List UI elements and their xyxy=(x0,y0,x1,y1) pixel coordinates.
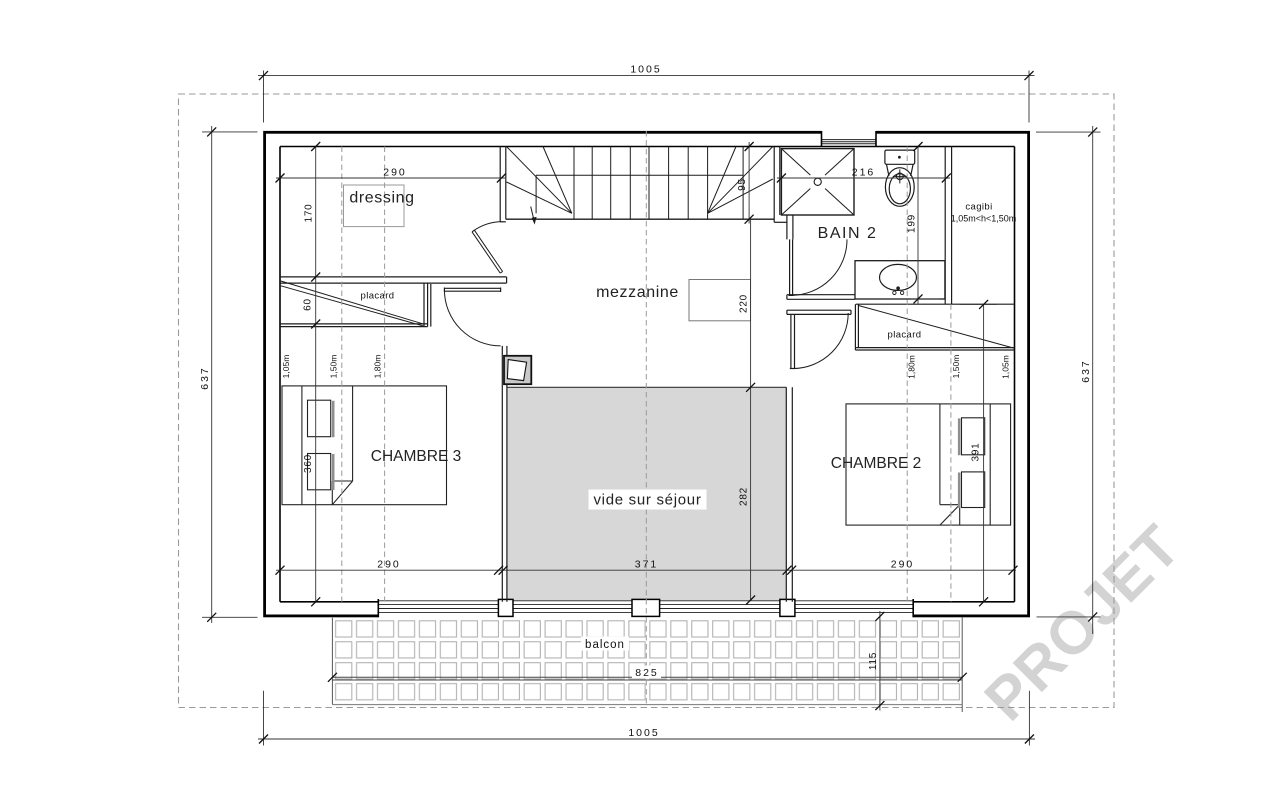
svg-text:282: 282 xyxy=(739,487,750,506)
svg-text:371: 371 xyxy=(635,558,659,570)
svg-text:1,05m<h<1,50m: 1,05m<h<1,50m xyxy=(951,214,1017,224)
svg-text:290: 290 xyxy=(377,558,401,570)
svg-text:637: 637 xyxy=(1080,359,1092,383)
svg-text:1005: 1005 xyxy=(628,727,659,739)
svg-text:1,05m: 1,05m xyxy=(1001,355,1011,379)
svg-text:220: 220 xyxy=(739,294,750,313)
svg-text:199: 199 xyxy=(907,214,918,233)
svg-text:balcon: balcon xyxy=(585,639,625,651)
svg-text:1,80m: 1,80m xyxy=(907,355,917,379)
svg-text:637: 637 xyxy=(199,366,211,390)
svg-text:placard: placard xyxy=(888,330,922,341)
svg-text:360: 360 xyxy=(303,454,314,473)
svg-text:CHAMBRE 3: CHAMBRE 3 xyxy=(371,448,461,465)
svg-text:cagibi: cagibi xyxy=(965,202,992,213)
svg-text:170: 170 xyxy=(304,203,315,222)
svg-text:BAIN 2: BAIN 2 xyxy=(818,225,878,242)
svg-text:290: 290 xyxy=(891,558,915,570)
svg-text:1,80m: 1,80m xyxy=(373,355,383,379)
svg-text:1005: 1005 xyxy=(630,64,661,76)
svg-text:CHAMBRE 2: CHAMBRE 2 xyxy=(831,455,921,472)
svg-text:391: 391 xyxy=(971,442,982,461)
svg-text:vide sur séjour: vide sur séjour xyxy=(593,492,701,509)
svg-text:dressing: dressing xyxy=(349,190,414,207)
svg-text:95: 95 xyxy=(737,178,748,191)
svg-text:825: 825 xyxy=(635,667,659,679)
svg-text:115: 115 xyxy=(868,652,879,670)
svg-text:mezzanine: mezzanine xyxy=(596,284,679,301)
svg-text:290: 290 xyxy=(383,167,407,179)
svg-text:1,50m: 1,50m xyxy=(951,355,961,379)
svg-text:216: 216 xyxy=(852,167,876,179)
svg-text:1,50m: 1,50m xyxy=(329,355,339,379)
svg-text:placard: placard xyxy=(361,291,395,302)
svg-text:1,05m: 1,05m xyxy=(281,355,291,379)
svg-text:60: 60 xyxy=(303,298,314,311)
